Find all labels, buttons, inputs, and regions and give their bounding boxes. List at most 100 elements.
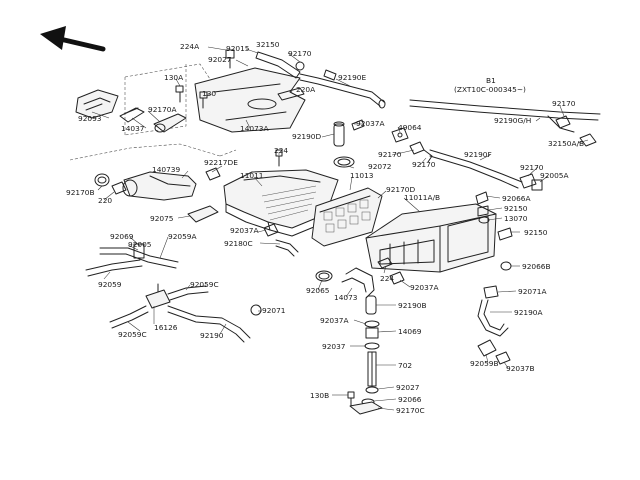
elbow-hose-14073 — [341, 267, 375, 299]
label-16126: 16126 — [154, 323, 178, 332]
clip-92170-r — [555, 115, 571, 129]
label-92059C-b: 92059C — [118, 330, 147, 339]
label-92170D: 92170D — [386, 185, 416, 194]
clamp-92037A-low — [389, 271, 405, 285]
label-92065: 92065 — [306, 286, 330, 295]
duct-140739 — [122, 171, 197, 201]
label-92037A-low: 92037A — [410, 283, 439, 292]
label-92170B: 92170B — [66, 188, 95, 197]
label-92071: 92071 — [262, 306, 286, 315]
label-92190: 92190 — [200, 331, 224, 340]
label-224: 224 — [274, 146, 288, 155]
label-13070: 13070 — [504, 214, 528, 223]
label-702: 702 — [398, 361, 412, 370]
bolt-130A — [175, 85, 184, 103]
label-92180C: 92180C — [224, 239, 253, 248]
label-92037: 92037 — [322, 342, 346, 351]
label-32150AB: 32150A/B — [548, 139, 584, 148]
clamp-92037B — [495, 351, 511, 365]
clip-92027-low — [365, 386, 379, 394]
hose-92190 — [167, 305, 251, 343]
air-box-11011 — [223, 169, 339, 237]
label-140739: 140739 — [152, 165, 181, 174]
label-14073A: 14073A — [240, 124, 269, 133]
label-14069: 14069 — [398, 327, 422, 336]
label-92190E: 92190E — [338, 73, 367, 82]
label-92190GH: 92190G/H — [494, 116, 531, 125]
label-92037A-top: 92037A — [356, 119, 385, 128]
direction-arrow-icon — [40, 26, 106, 52]
label-224A: 224A — [180, 42, 199, 51]
pipe-14069 — [365, 327, 379, 339]
plate-92170C-low — [349, 401, 383, 415]
clamp-92037A-mid — [263, 223, 279, 237]
part-number-labels: 224A 92015 32150 92170 92027 130A 92190E… — [66, 40, 584, 415]
bolt-130B — [347, 391, 355, 407]
joint-92005 — [133, 243, 145, 259]
clamp-220 — [111, 181, 127, 195]
clamp-224b — [377, 257, 393, 269]
clamp-92037 — [364, 342, 380, 350]
label-92190D: 92190D — [292, 132, 322, 141]
fitting-92150b — [497, 227, 513, 241]
label-92059C-a: 92059C — [190, 280, 219, 289]
band-92170B — [94, 173, 110, 187]
label-14037: 14037 — [121, 124, 145, 133]
clamp-220A — [277, 87, 305, 101]
label-220: 220 — [98, 196, 112, 205]
label-92059: 92059 — [98, 280, 122, 289]
label-92170C-low: 92170C — [396, 406, 425, 415]
label-130B: 130B — [310, 391, 329, 400]
ring-92072 — [333, 156, 355, 168]
label-92037A-mid: 92037A — [230, 226, 259, 235]
hose-92190B — [365, 295, 377, 315]
screw-92015 — [225, 49, 235, 69]
clip-92170-r2 — [519, 173, 537, 189]
clamp-32150AB — [579, 133, 597, 147]
label-11011AB: 11011A/B — [404, 193, 440, 202]
joint-92005A — [531, 179, 543, 191]
label-92066B: 92066B — [522, 262, 551, 271]
label-92170-top: 92170 — [288, 49, 312, 58]
label-11011: 11011 — [240, 171, 264, 180]
hose-92190F — [429, 149, 523, 189]
pipe-92190E — [299, 69, 386, 109]
label-92059B: 92059B — [470, 359, 499, 368]
label-14073: 14073 — [334, 293, 358, 302]
ring-92065 — [315, 270, 333, 282]
clamp-92037A-b — [364, 320, 380, 328]
label-32150: 32150 — [256, 40, 280, 49]
label-92015: 92015 — [226, 44, 250, 53]
label-92170-r2: 92170 — [520, 163, 544, 172]
hose-92180C — [275, 239, 299, 257]
clip-92217DE — [205, 167, 221, 181]
band-92170A — [153, 113, 187, 133]
clamp-92059B — [477, 339, 497, 357]
pad-92075 — [187, 205, 219, 223]
fitting-92150 — [477, 205, 489, 217]
label-92027-low: 92027 — [396, 383, 420, 392]
label-92037B: 92037B — [506, 364, 535, 373]
label-92059A: 92059A — [168, 232, 197, 241]
label-92170-r: 92170 — [552, 99, 576, 108]
label-92190A: 92190A — [514, 308, 543, 317]
label-92170-mid: 92170 — [412, 160, 436, 169]
hose-92059C-b — [109, 305, 149, 329]
tube-702 — [367, 351, 377, 387]
label-224b: 224 — [380, 274, 394, 283]
label-49064: 49064 — [398, 123, 422, 132]
hose-92190D — [333, 121, 345, 147]
label-92005: 92005 — [128, 240, 152, 249]
label-92150: 92150 — [504, 204, 528, 213]
band-92170C — [409, 141, 433, 163]
label-130: 130 — [202, 89, 216, 98]
fitting-92066B — [500, 261, 512, 271]
hose-92190A — [477, 299, 509, 337]
label-92072: 92072 — [368, 162, 392, 171]
label-92066A: 92066A — [502, 194, 531, 203]
label-92190F: 92190F — [464, 150, 492, 159]
fitting-92066A — [475, 191, 489, 205]
label-92170C: 92170 — [378, 150, 402, 159]
label-serial: (ZXT10C-000345~) — [454, 85, 526, 94]
